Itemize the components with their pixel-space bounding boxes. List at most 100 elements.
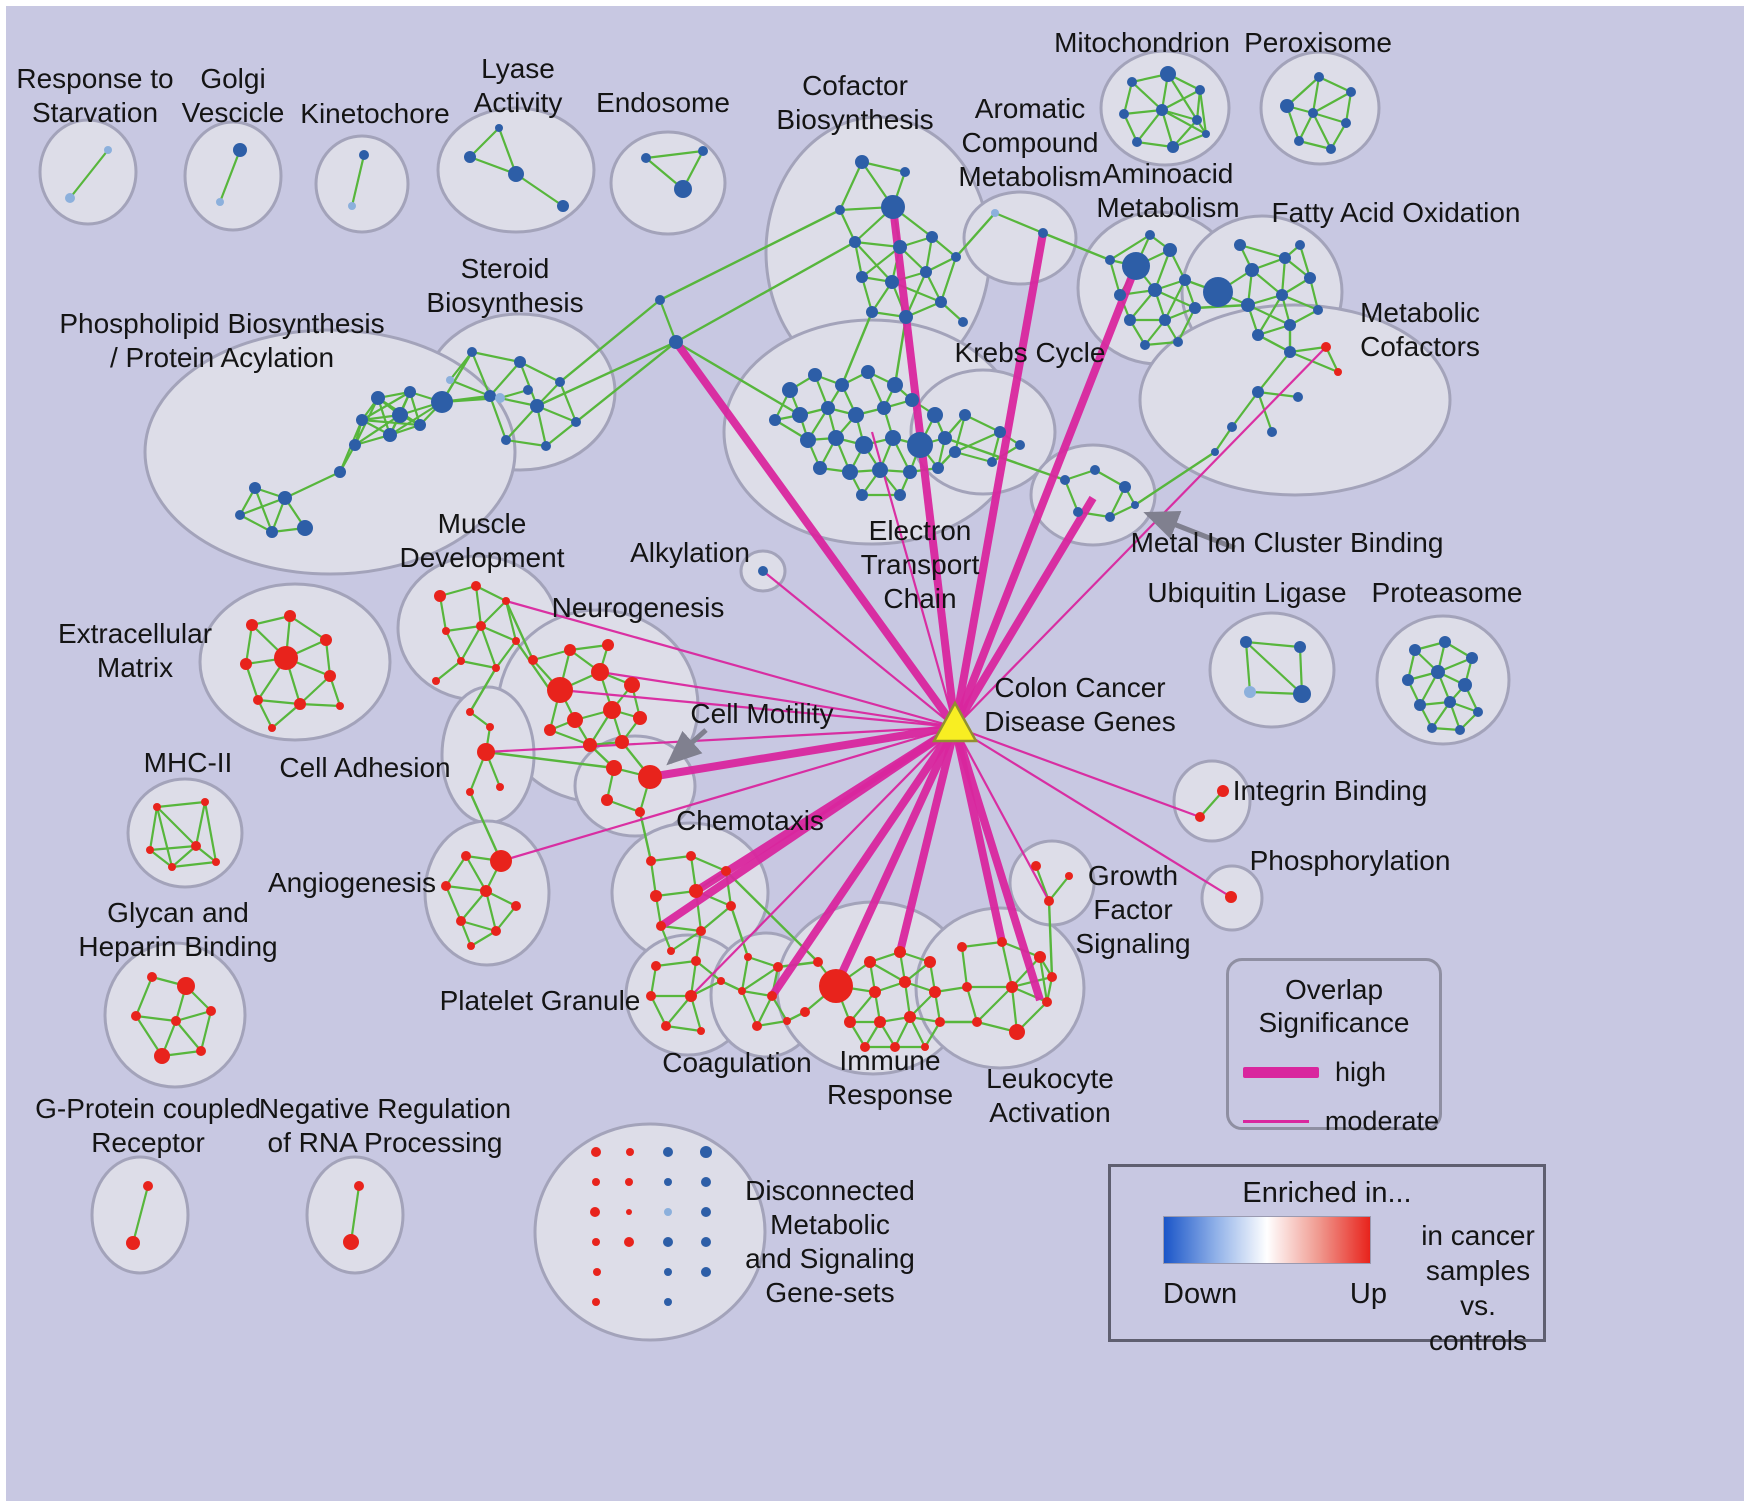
node-ubiquitin-ligase (1240, 636, 1252, 648)
node-platelet-granule (697, 1027, 705, 1035)
node-cell-adhesion (477, 743, 495, 761)
node-lyase-activity (557, 200, 569, 212)
edge-cell-adhesion (469, 711, 491, 728)
edge-chemotaxis (690, 854, 727, 873)
edge-fatty-acid-oxidation (1280, 257, 1287, 296)
legend-enrichment-body: Down Up in cancer samples vs. controls (1111, 1216, 1543, 1358)
node-metabolic-cofactors (1293, 392, 1303, 402)
node-cell-motility (601, 794, 613, 806)
node-integrin-binding (1195, 812, 1205, 822)
enrichment-gradient-bar (1163, 1216, 1371, 1264)
node-mhc-ii (153, 803, 161, 811)
cluster-ellipse-golgi-vescicle (183, 120, 283, 232)
hub-edge-angiogenesis (500, 725, 956, 863)
edge-phospholipid-biosynthesis (354, 414, 401, 446)
edge-mhc-ii (155, 806, 174, 868)
edge-ubiquitin-ligase (1244, 641, 1252, 693)
node-phospholipid-biosynthesis (431, 391, 453, 413)
edge-cofactor-biosynthesis (860, 276, 874, 313)
node-chemotaxis (650, 890, 662, 902)
edge-krebs-cycle (953, 414, 967, 453)
node-golgi-vescicle (216, 198, 224, 206)
edge-metal-ion-cluster-binding (1063, 479, 1080, 513)
label-metal-ion-cluster-binding: Metal Ion Cluster Binding (1131, 527, 1444, 558)
node-leukocyte-activation (997, 937, 1007, 947)
edge-angiogenesis (495, 905, 517, 932)
node-disconnected-gene-sets (663, 1147, 673, 1157)
cluster-ellipse-growth-factor-signaling (1008, 839, 1096, 927)
node-phosphorylation (1225, 891, 1237, 903)
node-immune-response (899, 976, 911, 988)
edge-steroid-biosynthesis (505, 438, 547, 448)
edge-peroxisome (1330, 122, 1347, 150)
inter-cluster-edge (1134, 450, 1216, 507)
edge-glycan-heparin-binding (134, 976, 154, 1017)
edge-mitochondrion (1161, 89, 1201, 111)
node-disconnected-gene-sets (700, 1146, 712, 1158)
node-peroxisome (1326, 144, 1336, 154)
node-g-protein-coupled-receptor (126, 1236, 140, 1250)
node-muscle-development (476, 621, 486, 631)
edge-mhc-ii (148, 806, 159, 851)
node-growth-factor-signaling (1044, 896, 1054, 906)
edge-mhc-ii (149, 849, 173, 868)
label-mhc-ii: MHC-II (144, 747, 233, 778)
node-electron-transport-chain (877, 401, 891, 415)
node-aminoacid-metabolism (1145, 230, 1155, 240)
node-steroid-biosynthesis (555, 377, 565, 387)
edge-mhc-ii (156, 800, 206, 809)
edge-fatty-acid-oxidation (1239, 243, 1286, 260)
node-glycan-heparin-binding (131, 1011, 141, 1021)
edge-krebs-cycle (964, 414, 1001, 433)
node-steroid-biosynthesis (571, 417, 581, 427)
node-electron-transport-chain (927, 407, 943, 423)
node-disconnected-gene-sets (701, 1207, 711, 1217)
node-coagulation (752, 1021, 762, 1031)
node-metabolic-cofactors (1267, 427, 1277, 437)
node-extracellular-matrix (320, 634, 332, 646)
edge-muscle-development (474, 585, 483, 627)
node-fatty-acid-oxidation (1284, 319, 1296, 331)
inter-cluster-edge (675, 240, 856, 344)
inter-cluster-edge (659, 208, 841, 302)
cluster-ellipse-mhc-ii (126, 777, 244, 889)
node-coagulation (738, 987, 746, 995)
hub-edge-immune-response (832, 725, 959, 988)
label-phosphorylation: Phosphorylation (1250, 845, 1451, 876)
node-fatty-acid-oxidation (1313, 305, 1323, 315)
high-significance-line-sample (1243, 1067, 1319, 1078)
cluster-ellipse-ubiquitin-ligase (1208, 611, 1336, 729)
node-extracellular-matrix (324, 670, 336, 682)
node-disconnected-gene-sets (592, 1178, 600, 1186)
node-mitochondrion (1132, 137, 1142, 147)
node-steroid-biosynthesis (467, 347, 477, 357)
cluster-ellipse-response-to-starvation (38, 118, 138, 226)
node-phospholipid-biosynthesis (523, 385, 533, 395)
edge-immune-response (849, 991, 876, 1023)
edge-cofactor-biosynthesis (839, 161, 863, 211)
edge-muscle-development (460, 659, 497, 670)
node-chemotaxis (686, 851, 696, 861)
node-endosome (674, 180, 692, 198)
node-kinetochore (348, 202, 356, 210)
node-disconnected-gene-sets (701, 1177, 711, 1187)
node-muscle-development (512, 637, 520, 645)
hub-edge-immune-response-2 (896, 726, 959, 953)
node-leukocyte-activation (1042, 997, 1052, 1007)
node-phospholipid-biosynthesis (383, 428, 397, 442)
edge-phospholipid-biosynthesis (284, 471, 341, 499)
hub-edge-steroid-biosynthesis (672, 339, 959, 730)
node-neurogenesis (547, 677, 573, 703)
node-proteasome (1409, 644, 1421, 656)
node-muscle-development (502, 597, 510, 605)
node-phospholipid-biosynthesis (235, 510, 245, 520)
edge-angiogenesis (445, 884, 487, 893)
node-mhc-ii (146, 846, 154, 854)
edge-leukocyte-activation (1011, 956, 1041, 988)
edge-leukocyte-activation (1000, 941, 1014, 988)
hub-edge-chemotaxis-2 (658, 723, 958, 930)
inter-cluster-edge (515, 640, 551, 691)
